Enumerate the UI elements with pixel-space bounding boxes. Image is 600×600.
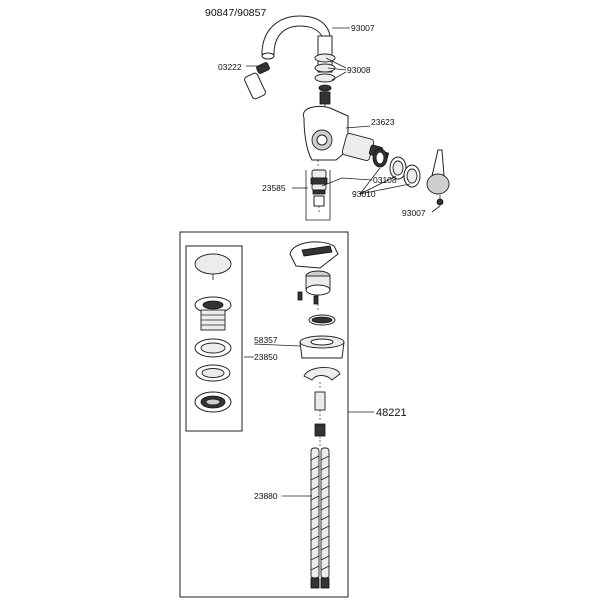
callout-23850: 23850 <box>254 352 278 362</box>
callout-23585: 23585 <box>262 183 286 193</box>
callout-03108: 03108 <box>373 175 397 185</box>
popup-lever-assembly <box>289 241 339 312</box>
callout-23880: 23880 <box>254 491 278 501</box>
handle-lever <box>426 149 450 206</box>
callout-03222: 03222 <box>218 62 242 72</box>
callout-93008: 93008 <box>347 65 371 75</box>
lower-seal-ring <box>308 314 336 326</box>
drain-kit-parts <box>194 253 232 413</box>
callout-93007-bottom: 93007 <box>402 208 426 218</box>
callout-93007-top: 93007 <box>351 23 375 33</box>
flex-hoses <box>310 447 330 589</box>
threaded-rod <box>314 391 326 448</box>
callout-48221: 48221 <box>376 407 407 419</box>
callout-93010: 93010 <box>352 189 376 199</box>
aerator-part <box>244 62 270 100</box>
spout-stem <box>314 35 336 112</box>
callout-58357: 58357 <box>254 335 278 345</box>
faucet-body <box>302 105 349 161</box>
upper-leader-lines <box>246 27 441 221</box>
mounting-shank <box>310 160 328 212</box>
horseshoe-washer <box>303 367 341 390</box>
callout-23623: 23623 <box>371 117 395 127</box>
locknut-part <box>299 335 345 359</box>
assembly-frame <box>179 231 349 598</box>
drain-kit-frame <box>185 245 243 432</box>
lower-leader-lines <box>244 343 374 497</box>
diagram-title: 90847/90857 <box>205 7 266 19</box>
seal-rings <box>372 148 421 188</box>
